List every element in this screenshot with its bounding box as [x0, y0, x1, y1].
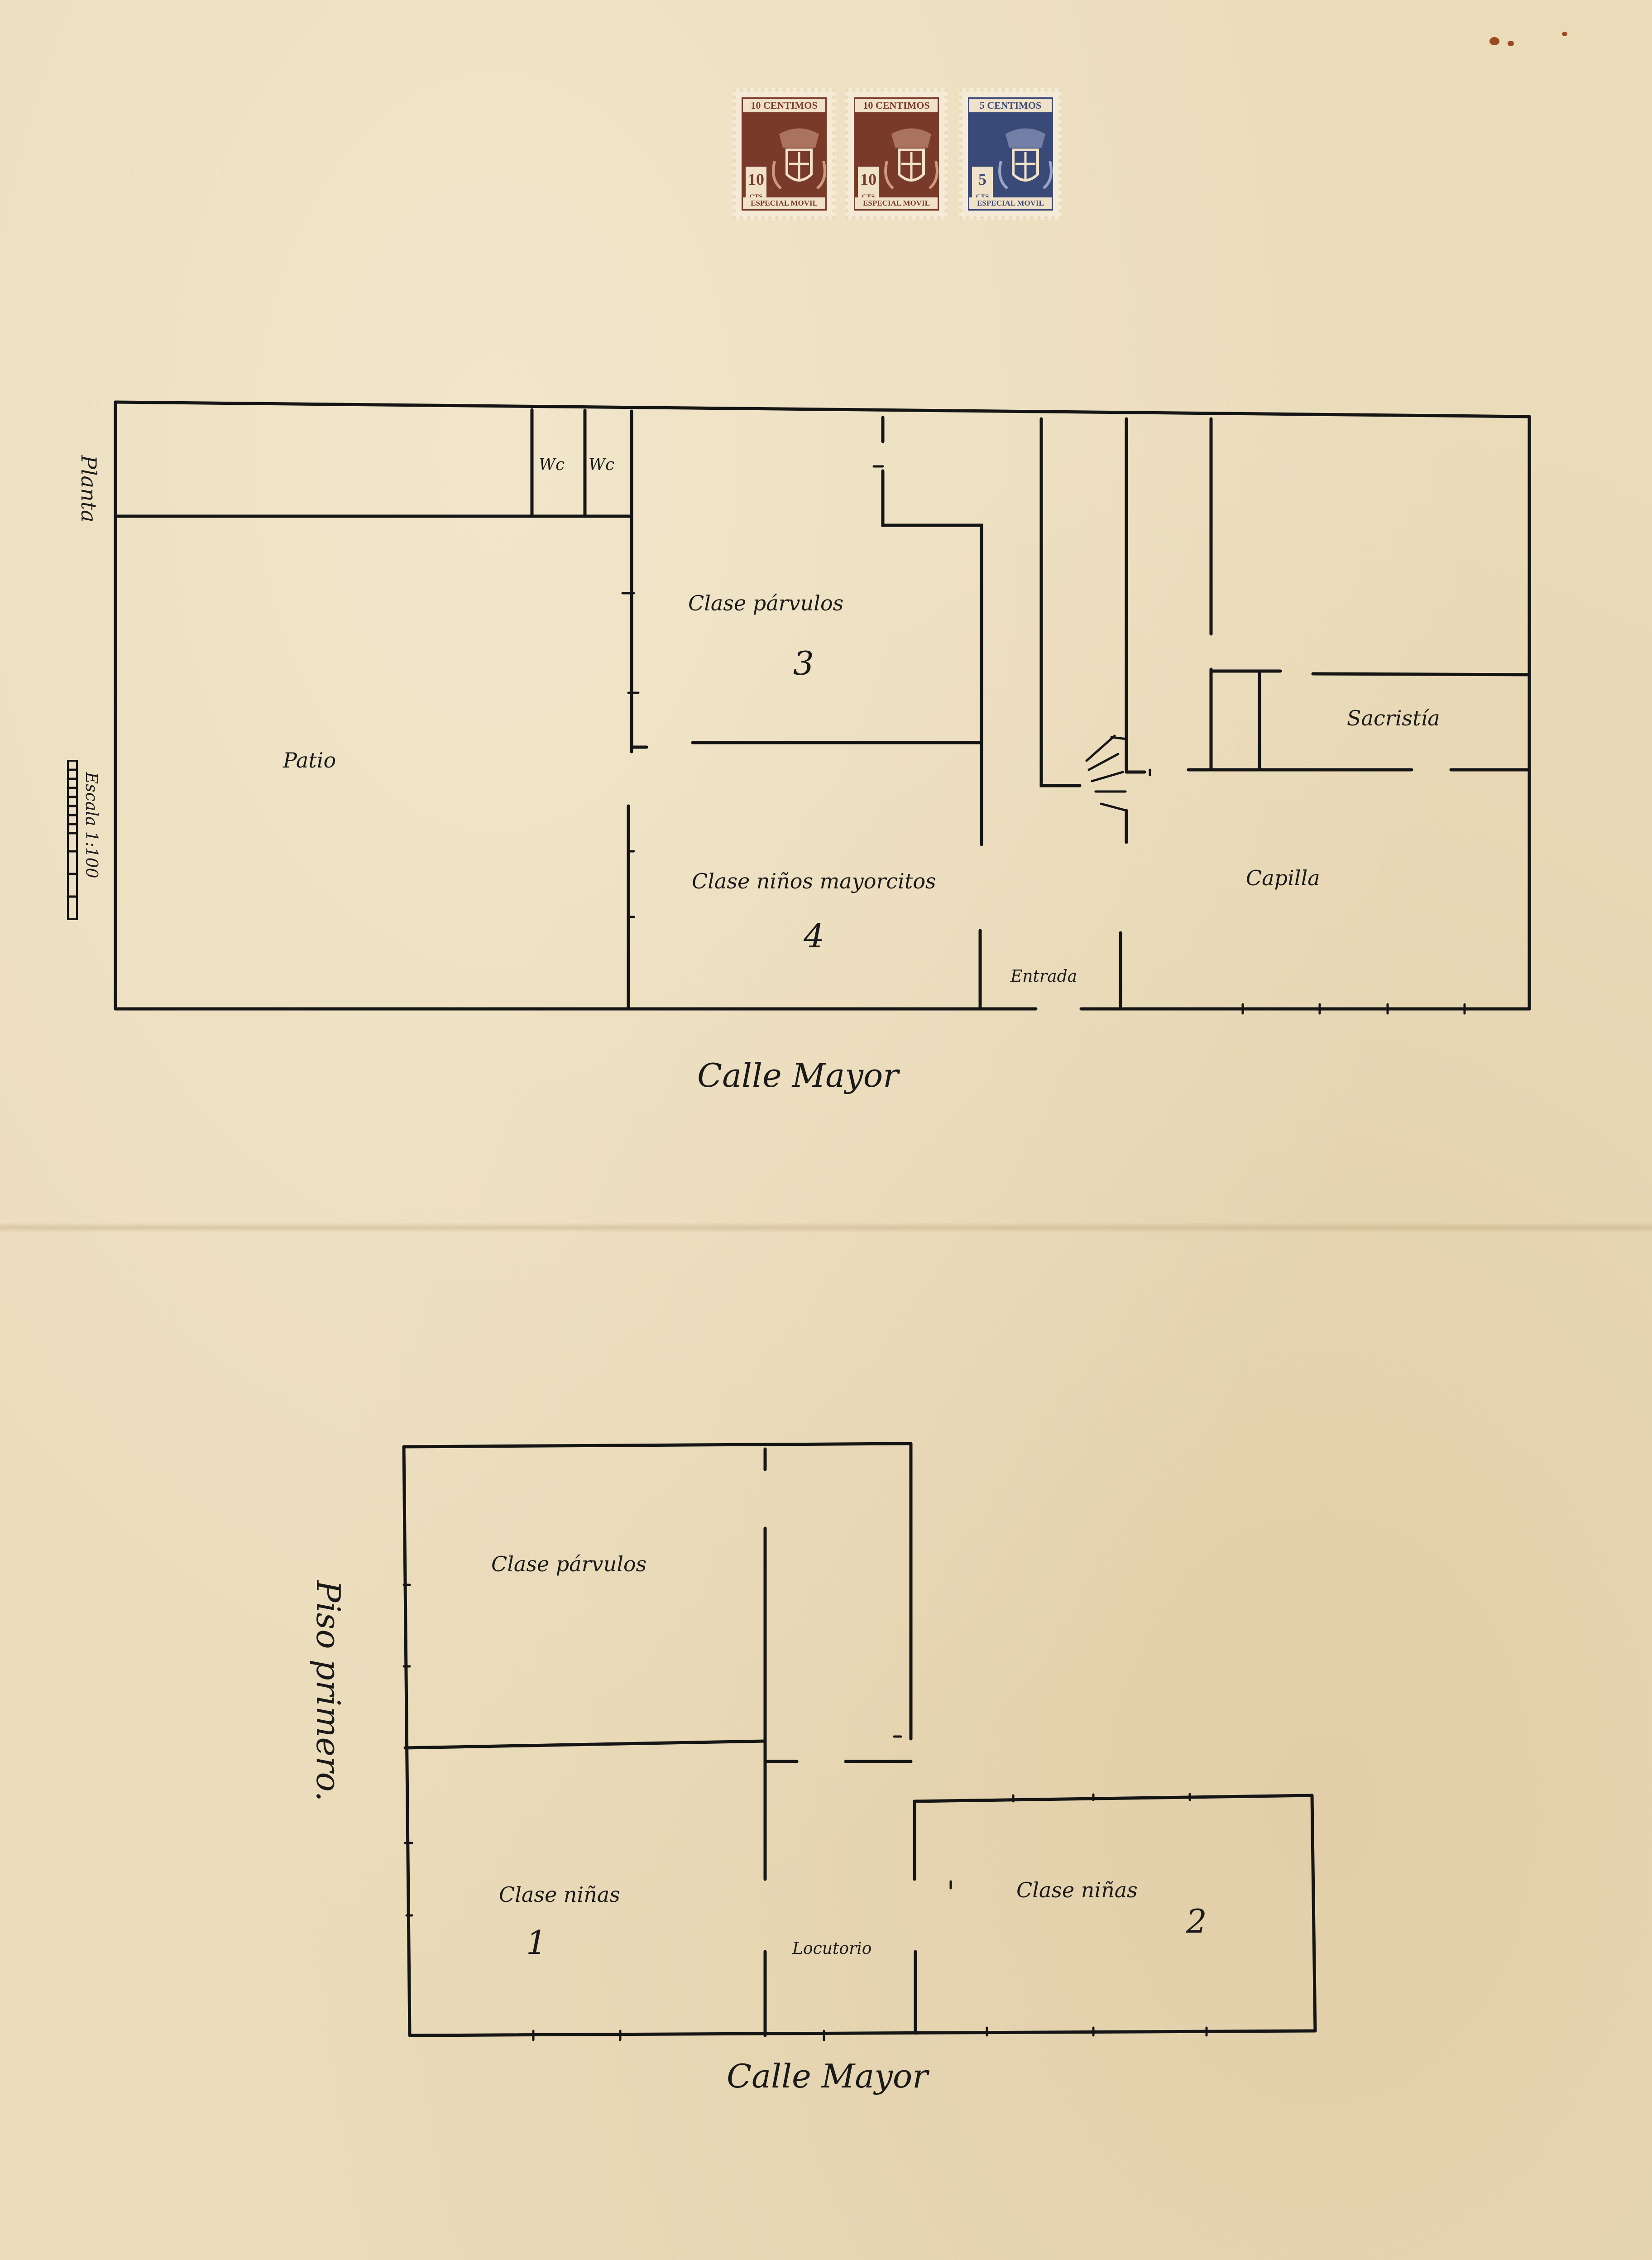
- stamp-top-text: 10 CENTIMOS: [743, 99, 825, 112]
- street-label: Calle Mayor: [697, 1056, 900, 1094]
- revenue-stamp-3: 5 CENTIMOS 5 CTS ESPECIAL MOVIL: [959, 88, 1062, 220]
- room-label-capilla: Capilla: [1246, 866, 1320, 890]
- room-label-clase-parvulos: Clase párvulos: [688, 591, 843, 615]
- room-label-sacristia: Sacristía: [1347, 706, 1440, 730]
- street-label: Calle Mayor: [727, 2057, 929, 2095]
- ground-floor-plan: [114, 400, 1531, 1015]
- stamp-top-text: 10 CENTIMOS: [855, 99, 938, 112]
- stamp-bottom-text: ESPECIAL MOVIL: [855, 197, 938, 209]
- revenue-stamp-1: 10 CENTIMOS 10 CTS ESPECIAL MOVIL: [733, 88, 836, 220]
- coat-of-arms-icon: [884, 128, 939, 190]
- coat-of-arms-icon: [772, 128, 826, 190]
- first-floor-title: Piso primero.: [309, 1579, 347, 1801]
- wall: [881, 469, 983, 846]
- stamp-bottom-text: ESPECIAL MOVIL: [743, 197, 825, 209]
- coat-of-arms-icon: [998, 128, 1053, 190]
- rust-stain: [1508, 41, 1514, 46]
- room-label-patio: Patio: [283, 748, 336, 773]
- outer-wall: [1310, 1794, 1317, 2033]
- first-floor-plan: [402, 1442, 1317, 2041]
- room-label-clase-ninas-1: Clase niñas: [499, 1882, 620, 1907]
- wall-tick: [621, 465, 1466, 1015]
- staircase-icon: [1085, 734, 1128, 812]
- stamp-bottom-text: ESPECIAL MOVIL: [969, 197, 1052, 209]
- outer-wall: [913, 1794, 1314, 1803]
- stamp-value: 10: [746, 167, 766, 192]
- wc-label: Wc: [589, 456, 614, 474]
- ground-floor-title: Planta: [77, 455, 101, 523]
- stamp-top-text: 5 CENTIMOS: [969, 99, 1052, 112]
- wc-label: Wc: [539, 456, 565, 474]
- outer-wall: [402, 1442, 913, 1449]
- room-number-3: 3: [793, 644, 814, 682]
- paper-fold-crease: [0, 1223, 1652, 1233]
- wall: [1311, 672, 1531, 677]
- scale-bar: [67, 760, 78, 920]
- room-label-locutorio: Locutorio: [792, 1939, 871, 1958]
- outer-wall: [114, 400, 1531, 418]
- revenue-stamp-2: 10 CENTIMOS 10 CTS ESPECIAL MOVIL: [845, 88, 948, 220]
- room-label-clase-ninos: Clase niños mayorcitos: [692, 869, 936, 893]
- wall: [1039, 417, 1082, 787]
- room-number-1: 1: [526, 1924, 547, 1962]
- outer-wall: [408, 2029, 1317, 2037]
- room-number-4: 4: [803, 917, 824, 955]
- rust-stain: [1489, 37, 1499, 45]
- stamp-value: 5: [972, 167, 993, 192]
- room-label-clase-parvulos: Clase párvulos: [491, 1552, 646, 1576]
- outer-wall: [402, 1445, 412, 2037]
- room-label-entrada: Entrada: [1010, 967, 1077, 986]
- rust-stain: [1562, 32, 1567, 36]
- room-number-2: 2: [1186, 1902, 1207, 1940]
- room-label-clase-ninas-2: Clase niñas: [1016, 1878, 1138, 1902]
- wall-tick: [402, 1583, 1208, 2041]
- stamp-value: 10: [858, 167, 879, 192]
- scale-label: Escala 1:100: [82, 772, 101, 878]
- wall: [403, 1739, 767, 1750]
